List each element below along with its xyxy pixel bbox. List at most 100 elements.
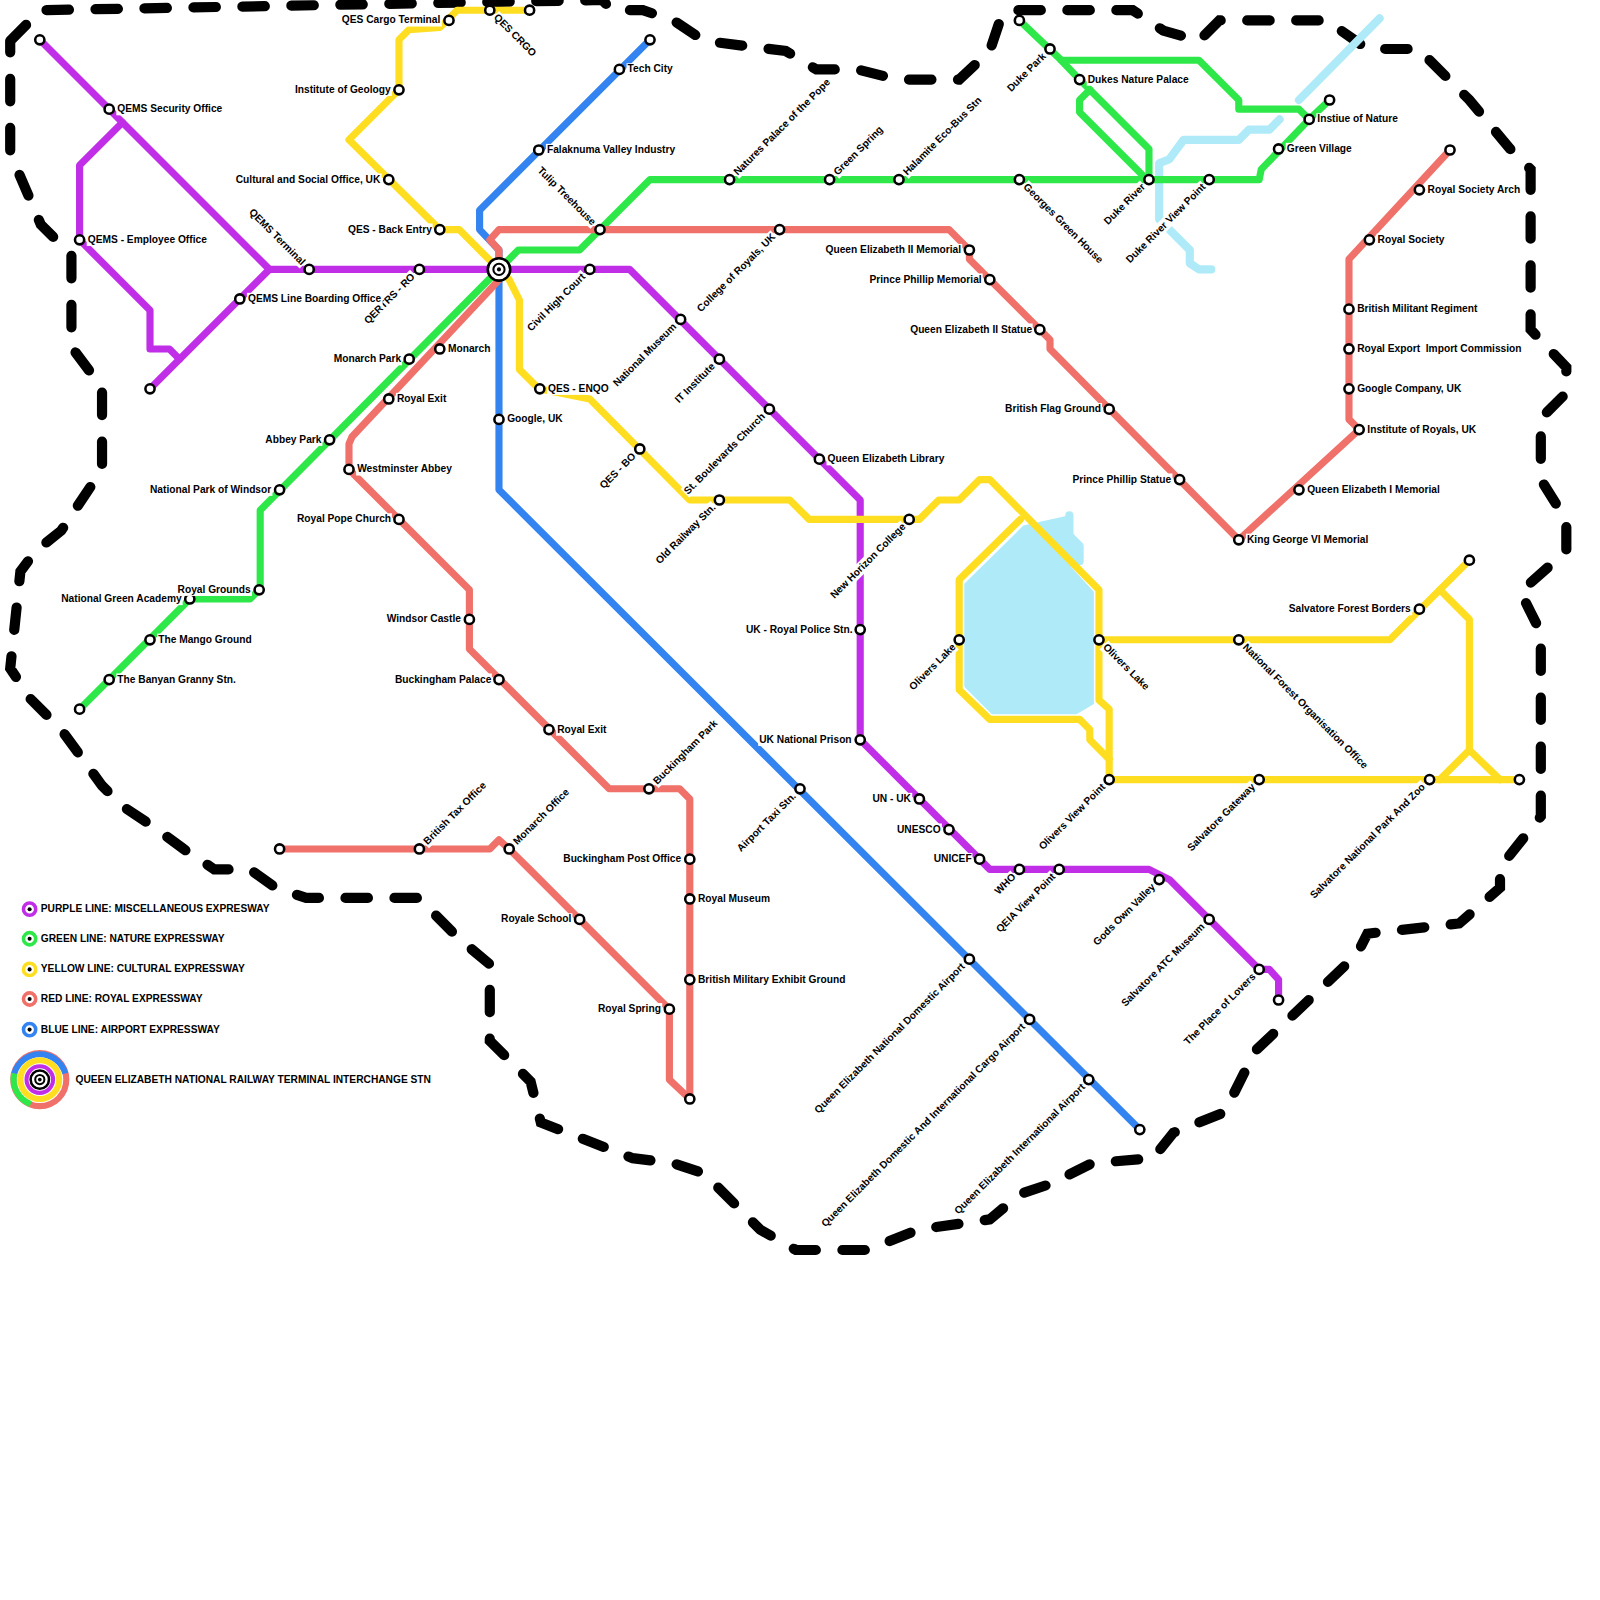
station-label: King George VI Memorial [1246,534,1369,546]
station-label: Monarch [447,343,492,355]
yellow-line [1440,590,1470,780]
legend-swatch-ring [23,903,35,915]
station-dot [676,315,685,324]
legend-swatch [19,1019,39,1039]
station-label: Salvatore Forest Borders [1288,603,1412,615]
station-dot [975,855,984,864]
station-label: UK - Royal Police Stn. [745,623,854,635]
icon-ring [35,1075,44,1084]
station-label: The Place of Lovers [1181,970,1259,1048]
station-label: Airport Taxi Stn. [734,789,799,854]
station-label: Duke Park [1004,50,1049,95]
station-dot [645,35,654,44]
station-label: QES CRGO [491,11,540,60]
station-dot [1355,425,1364,434]
station-label: Tulip Treehouse [534,164,599,229]
station-dot [1025,1015,1034,1024]
station-dot [1274,995,1283,1004]
station-label: Royal Spring [597,1003,662,1015]
station-dot [1445,145,1454,154]
station-label: IT Institute [672,360,718,406]
legend-swatch [19,929,39,949]
station-label: Institute of Geology [294,84,392,96]
station-label: UNICEF [933,853,973,865]
station-label: College of Royals, UK [694,230,779,315]
purple-line [40,40,1279,1000]
station-dot [1055,865,1064,874]
station-dot [1465,556,1474,565]
region-boundary [10,0,1566,1250]
station-dot [415,844,424,853]
station-dot [494,675,503,684]
station-dot [1045,44,1054,53]
station-label: Civil High Court [524,270,588,334]
station-dot [275,844,284,853]
station-dot [894,175,903,184]
station-dot [405,355,414,364]
station-label: Buckingham Park [650,717,721,788]
station-dot [415,265,424,274]
station-label: Institute of Royals, UK [1366,423,1477,435]
station-dot [35,35,44,44]
station-label: Royal Pope Church [296,513,392,525]
station-dot [856,735,865,744]
station-dot [856,625,865,634]
station-dot [525,6,534,15]
station-label: Duke River [1101,180,1148,227]
station-dot [1255,775,1264,784]
green-line [1080,90,1143,176]
station-label: The Banyan Granny Stn. [116,673,237,685]
station-dot [1234,535,1243,544]
station-dot [795,784,804,793]
station-label: QES - ENQO [547,383,610,395]
station-label: QES - Back Entry [347,223,433,235]
station-label: Monarch Park [333,353,403,365]
station-dot [325,435,334,444]
icon-ring [27,1066,54,1093]
legend-swatch-ring [23,963,35,975]
station-label: Instiue of Nature [1316,113,1399,125]
station-label: The Mango Ground [157,634,253,646]
station-dot [1425,775,1434,784]
station-dot [1015,175,1024,184]
station-dot [1294,485,1303,494]
station-dot [1344,384,1353,393]
river [1159,119,1279,269]
purple-line [150,269,269,388]
legend-text: YELLOW LINE: CULTURAL EXPRESSWAY [41,963,245,975]
station-dot [944,825,953,834]
station-label: Royale School [500,913,572,925]
station-label: National Green Academy [60,593,182,605]
station-label: Salvatore Gateway [1184,780,1258,854]
station-dot [1155,875,1164,884]
station-dot [1015,865,1024,874]
station-dot [145,384,154,393]
legend-swatch-dot [28,997,32,1001]
station-label: QES - BO [597,450,639,492]
station-label: Royal Museum [697,893,771,905]
station-dot [1344,305,1353,314]
station-dot [715,495,724,504]
station-label: Royal Society [1377,234,1446,246]
station-label: Old Railway Stn. [653,501,719,567]
legend-text: PURPLE LINE: MISCELLANEOUS EXPRESWAY [41,903,270,915]
station-dot [344,465,353,474]
icon-ring [20,1060,59,1099]
station-label: British Militant Regiment [1356,303,1478,315]
station-dot [955,635,964,644]
station-label: QEMS Security Office [116,103,223,115]
river [1299,18,1380,100]
station-label: Cultural and Social Office, UK [235,173,382,185]
legend-interchange-icon [13,1053,66,1106]
icon-dot [38,1078,42,1082]
station-label: Buckingham Palace [394,673,492,685]
station-dot [665,1005,674,1014]
station-dot [544,725,553,734]
station-label: National Forest Organisation Office [1240,640,1371,771]
station-label: British Flag Ground [1004,403,1102,415]
legend-swatch-ring [23,993,35,1005]
blue-line [480,40,1140,1130]
station-dot [1205,175,1214,184]
